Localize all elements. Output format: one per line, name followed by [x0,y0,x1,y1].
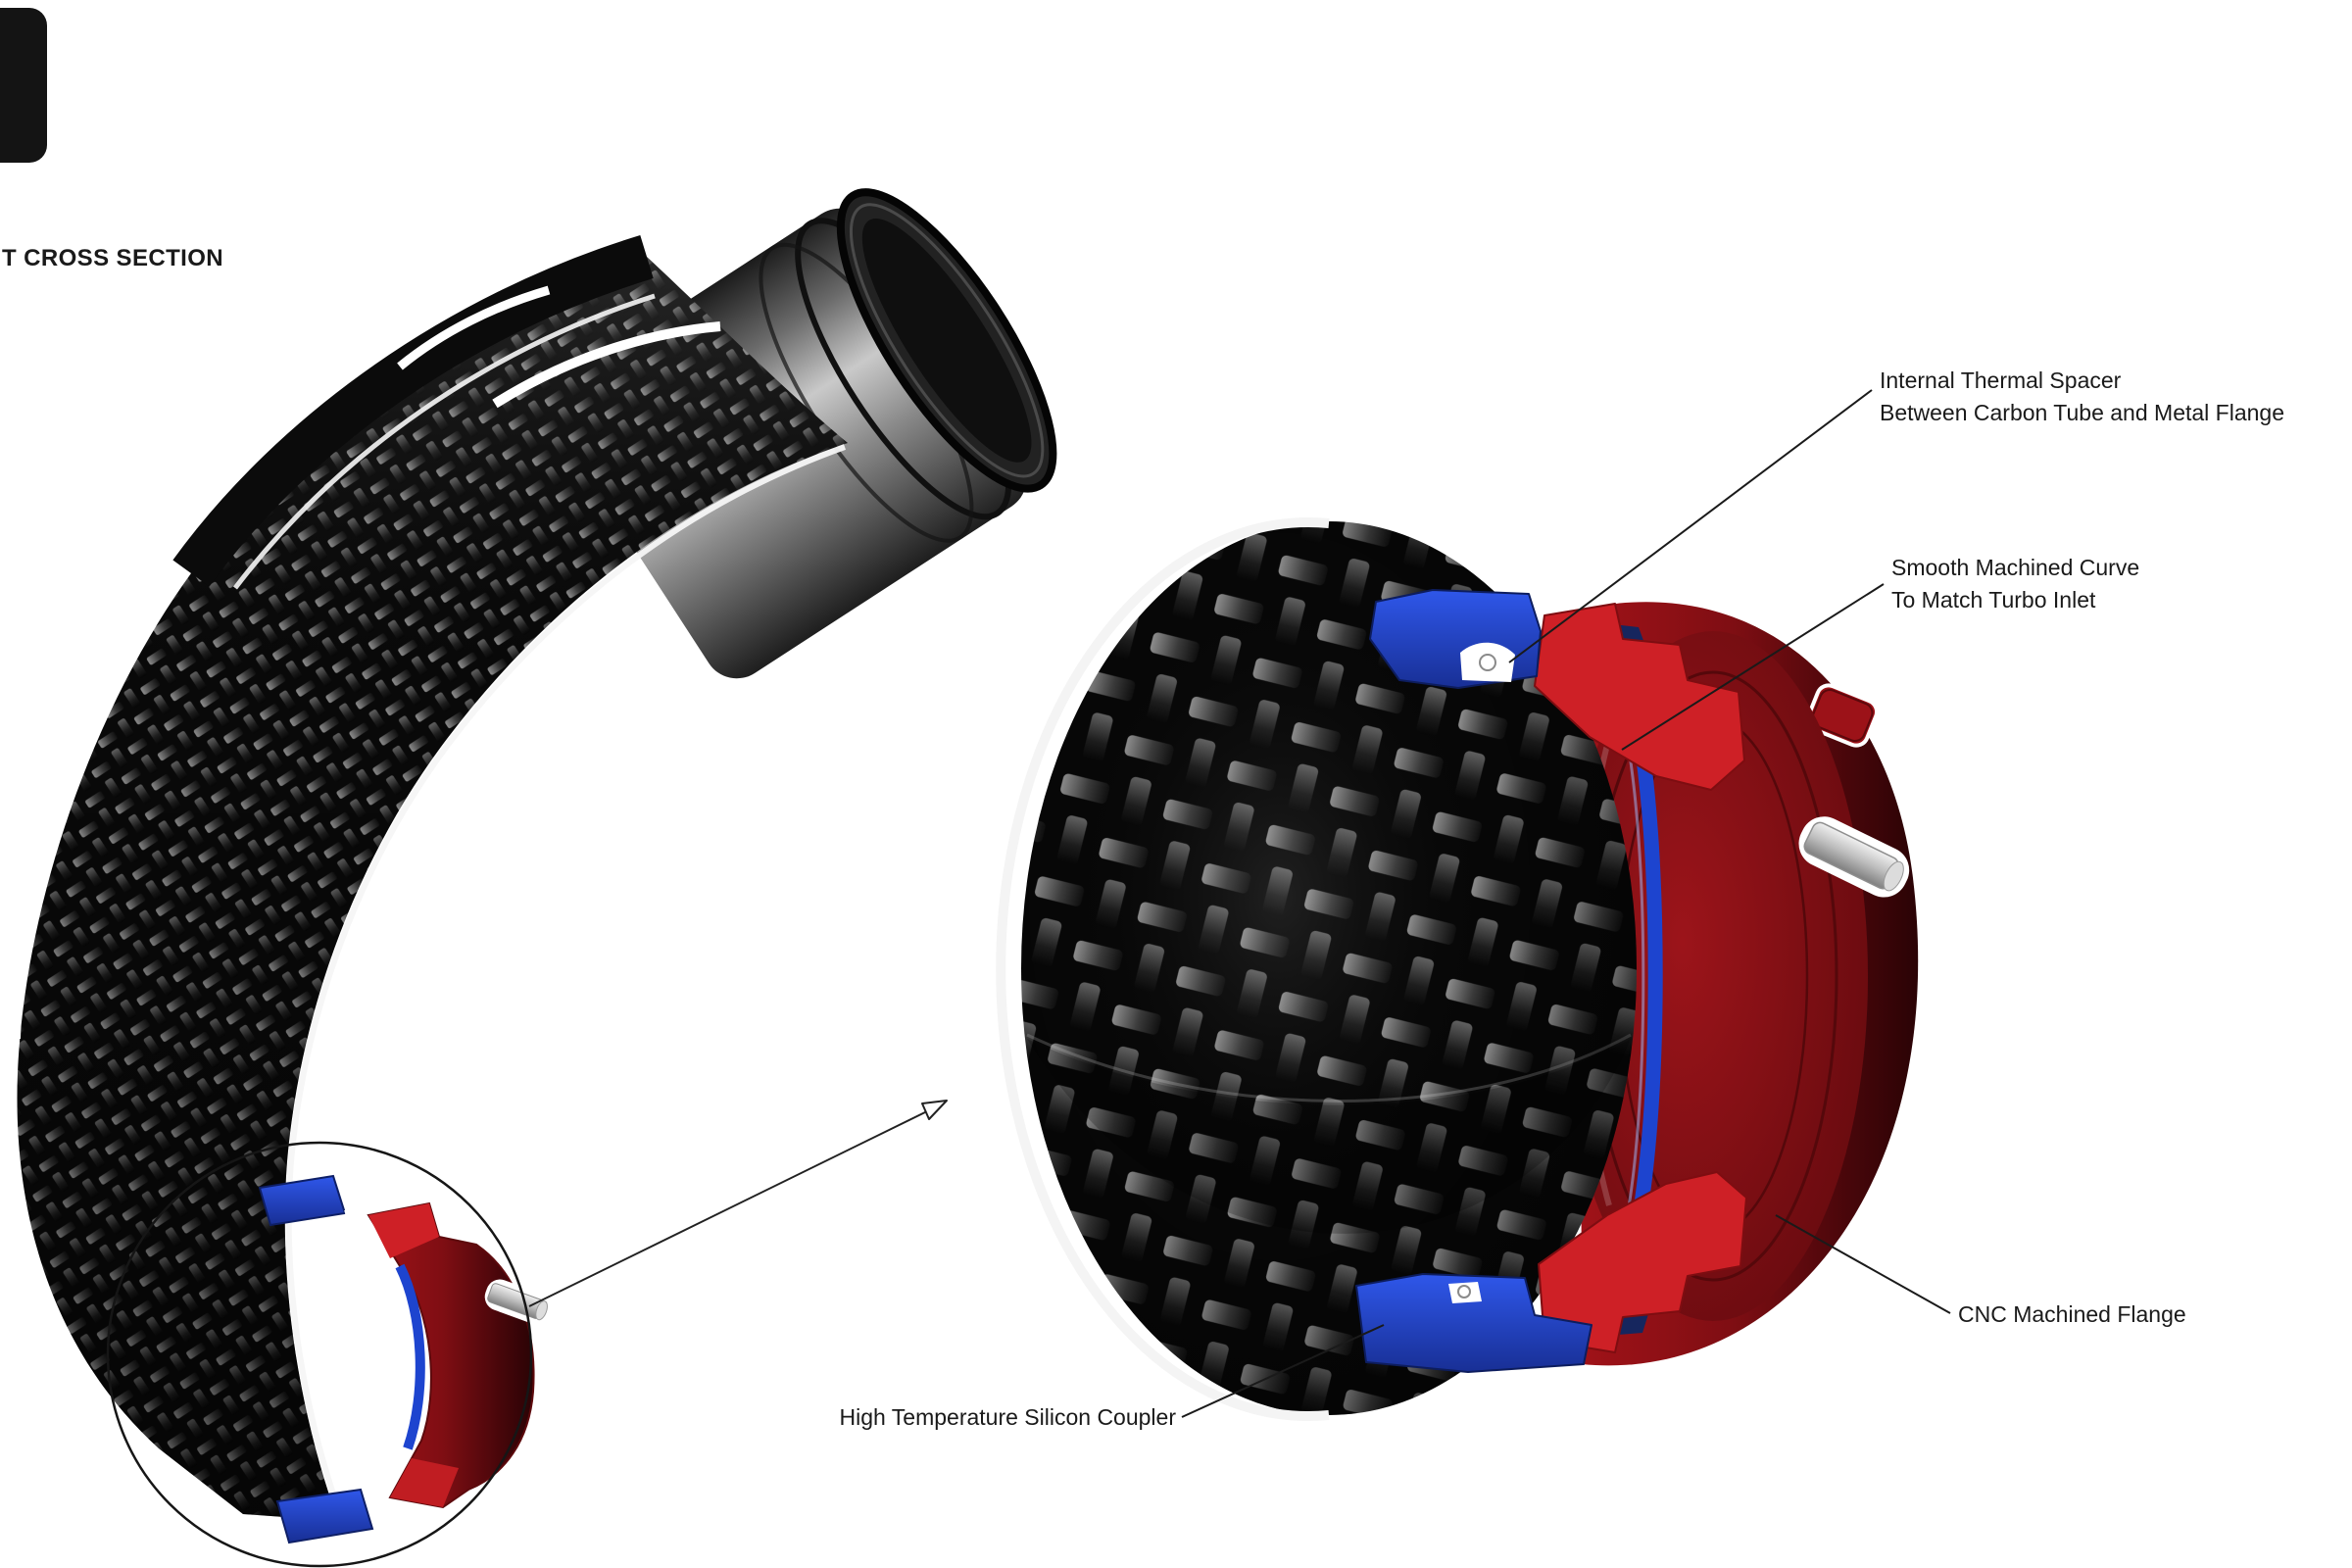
cut-gap [397,285,551,370]
zoom-arrow-head [921,1100,948,1120]
leader-cnc-flange [1775,1214,1951,1314]
cut-gap [15,783,62,1040]
label-cnc-flange: CNC Machined Flange [1958,1298,2186,1331]
pin-tip [1883,860,1904,892]
label-machined-curve: Smooth Machined Curve To Match Turbo Inl… [1891,552,2139,616]
pipe-bore [861,219,1032,463]
cut-gap [344,1204,368,1216]
silicon-coupler-bottom [1355,1273,1592,1373]
cropped-edge-object [0,8,47,163]
mini-coupler-bottom [275,1488,374,1544]
flange-tab [1805,683,1880,748]
page-title: T CROSS SECTION [2,245,224,271]
zoom-arrow [528,1100,948,1307]
main-pipe [15,188,1057,1568]
carbon-elbow-shading [17,257,848,1521]
mini-flange-cut-top [368,1203,439,1258]
zoom-arrow-line [528,1110,928,1307]
label-silicon-coupler-text: High Temperature Silicon Coupler [839,1404,1176,1430]
leader-machined-curve [1621,583,1885,751]
silicon-coupler-top [1369,589,1542,689]
label-machined-curve-line2: To Match Turbo Inlet [1891,587,2096,612]
flange-cut-face-top [1534,603,1745,791]
cut-gap [492,321,721,409]
carbon-shading [1021,521,1637,1415]
spacer-dot [1479,654,1496,671]
leader-lines [1181,389,1951,1418]
silicone-face-rim [849,203,1045,478]
label-thermal-spacer: Internal Thermal Spacer Between Carbon T… [1880,365,2284,429]
label-cnc-flange-text: CNC Machined Flange [1958,1301,2186,1327]
detail-circle [106,1141,533,1568]
cut-edge-line [233,293,656,590]
leader-thermal-spacer [1508,389,1873,663]
tube-cut-rim [996,517,1330,1421]
label-thermal-spacer-line1: Internal Thermal Spacer [1880,368,2122,393]
spacer-dot [1457,1285,1471,1298]
label-thermal-spacer-line2: Between Carbon Tube and Metal Flange [1880,400,2284,425]
mini-machined-curve [395,1263,425,1450]
flange-cut-face-bottom [1538,1171,1747,1353]
leader-silicon-coupler [1181,1324,1385,1418]
inner-cut-rim [285,444,847,1519]
thermal-spacer [1448,642,1515,1303]
flange-tab-edge [1811,688,1874,743]
pin-tip [535,1300,548,1321]
detail-view [996,517,1919,1421]
label-silicon-coupler: High Temperature Silicon Coupler [755,1401,1176,1434]
mini-flange-cut-bottom [390,1458,459,1507]
flange-pin [1798,816,1910,898]
carbon-tube-opening [996,517,1637,1421]
label-machined-curve-line1: Smooth Machined Curve [1891,555,2140,580]
mini-flange-assembly [258,1174,553,1544]
mini-flange-pin [484,1279,553,1325]
pipe-outer-surface [172,235,654,587]
cut-gap [550,687,595,722]
